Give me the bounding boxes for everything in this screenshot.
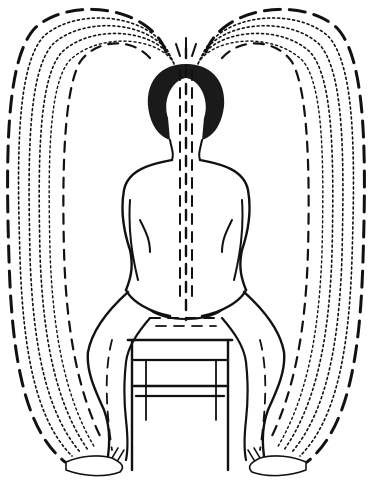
right-energy-loop xyxy=(196,9,364,462)
chair xyxy=(128,340,232,470)
left-foot xyxy=(66,456,122,476)
right-foot xyxy=(250,456,306,476)
left-energy-loop xyxy=(8,9,176,462)
